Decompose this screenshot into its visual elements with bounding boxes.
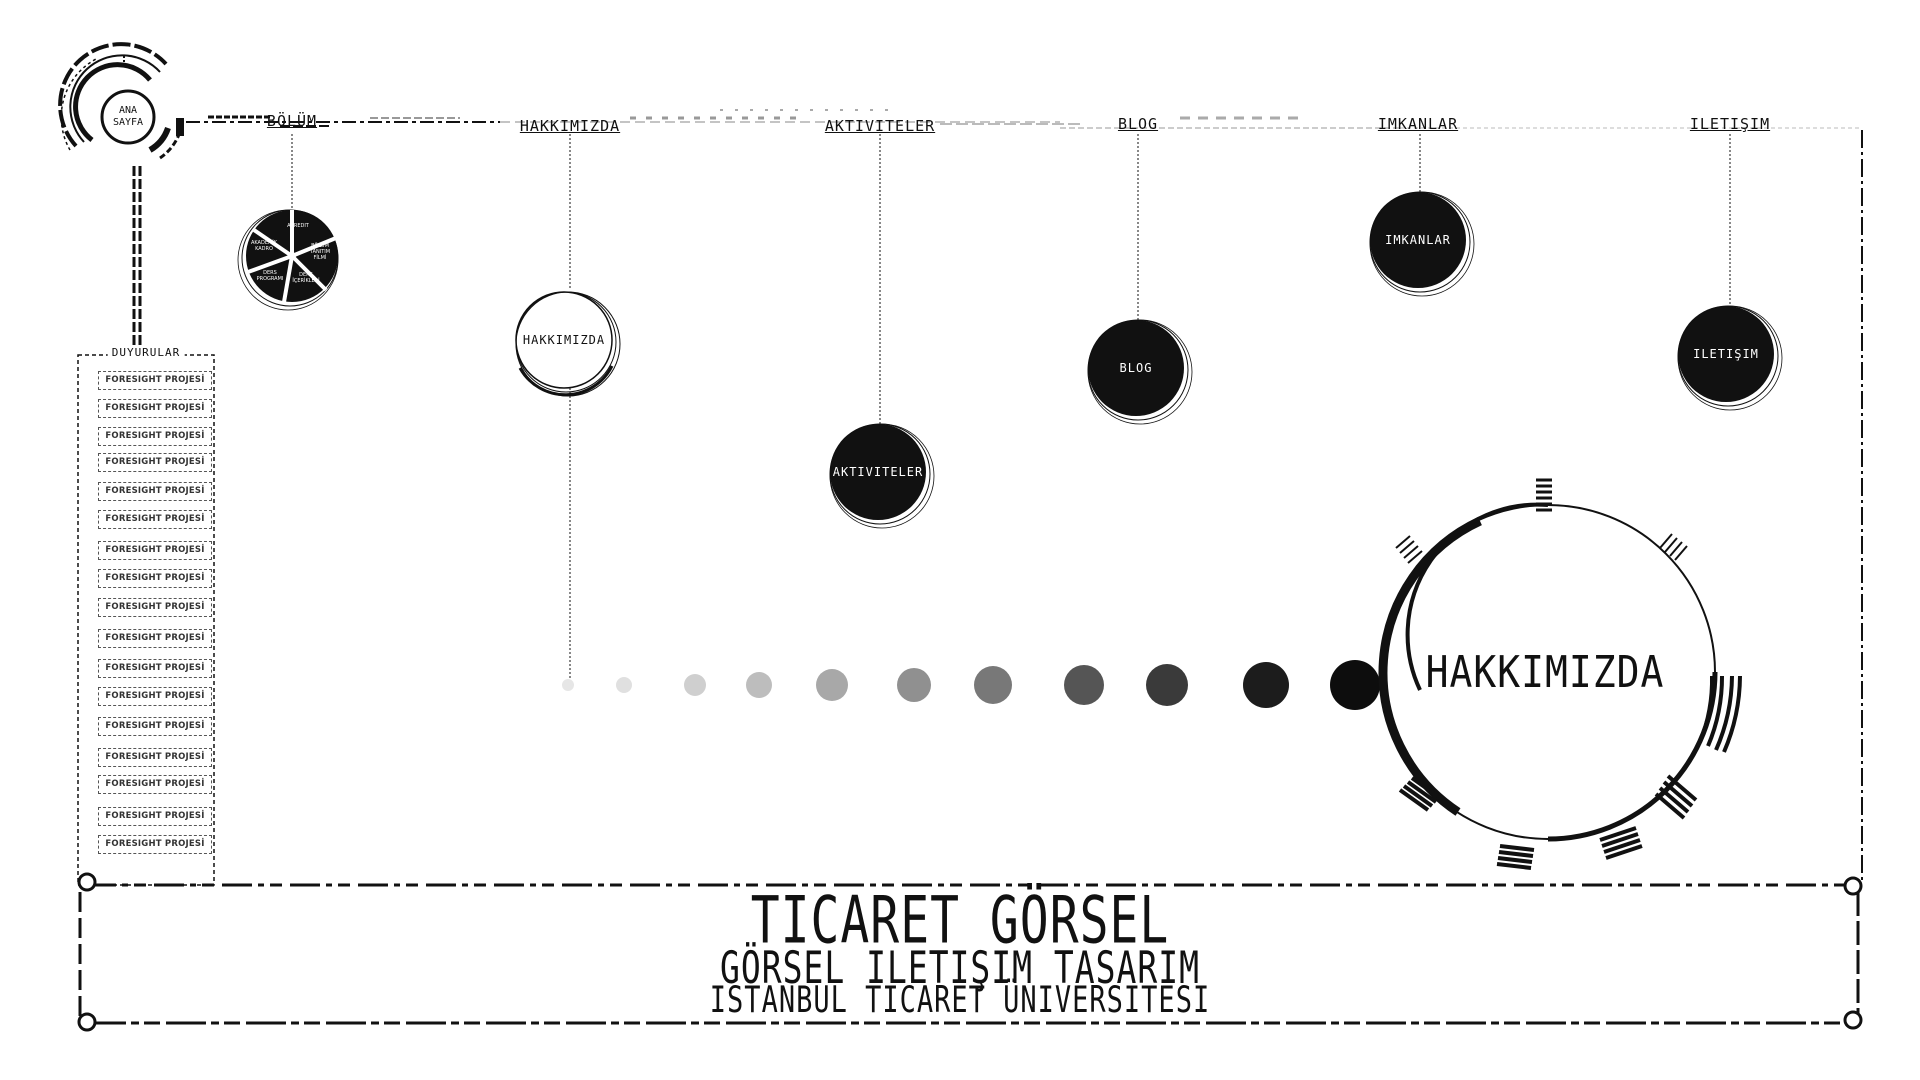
pie-slice-ders-icerikleri[interactable]: DERS İÇERİKLERİ — [292, 272, 320, 284]
gradient-dots — [562, 660, 1380, 710]
announcement-item[interactable]: FORESIGHT PROJESİ — [98, 427, 212, 446]
announcement-item[interactable]: FORESIGHT PROJESİ — [98, 687, 212, 706]
announcement-item[interactable]: FORESIGHT PROJESİ — [98, 482, 212, 501]
imkanlar-circle-graphic — [1369, 191, 1475, 297]
aktiviteler-circle[interactable]: AKTIVITELER — [832, 465, 924, 479]
announcement-item[interactable]: FORESIGHT PROJESİ — [98, 717, 212, 736]
announcement-item[interactable]: FORESIGHT PROJESİ — [98, 748, 212, 767]
iletisim-circle-graphic — [1677, 305, 1783, 411]
announcement-item[interactable]: FORESIGHT PROJESİ — [98, 807, 212, 826]
announcement-item[interactable]: FORESIGHT PROJESİ — [98, 629, 212, 648]
announcement-item[interactable]: FORESIGHT PROJESİ — [98, 371, 212, 390]
footer-frame — [77, 872, 1863, 1032]
announcement-item[interactable]: FORESIGHT PROJESİ — [98, 510, 212, 529]
hakkimizda-circle-graphic — [515, 291, 621, 397]
announcement-item[interactable]: FORESIGHT PROJESİ — [98, 569, 212, 588]
nav-stems — [291, 134, 1731, 680]
nav-item-imkanlar[interactable]: IMKANLAR — [1377, 115, 1459, 133]
announcements-title: DUYURULAR — [107, 346, 185, 359]
aktiviteler-circle-graphic — [829, 423, 935, 529]
blog-circle-graphic — [1087, 319, 1193, 425]
pie-slice-ders-programi[interactable]: DERS PROGRAMI — [256, 270, 284, 282]
home-circle-graphic — [58, 42, 184, 160]
announcement-item[interactable]: FORESIGHT PROJESİ — [98, 541, 212, 560]
announcement-item[interactable]: FORESIGHT PROJESİ — [98, 775, 212, 794]
pie-slice-tanitim[interactable]: BÖLÜM TANITIM FİLMİ — [309, 243, 331, 261]
nav-item-aktiviteler[interactable]: AKTIVITELER — [824, 117, 936, 135]
home-connector — [132, 166, 142, 350]
iletisim-circle[interactable]: ILETIŞIM — [1693, 347, 1759, 361]
announcement-item[interactable]: FORESIGHT PROJESİ — [98, 453, 212, 472]
pie-slice-akademik-kadro[interactable]: AKADEMİK KADRO — [250, 240, 278, 252]
announcement-item[interactable]: FORESIGHT PROJESİ — [98, 659, 212, 678]
footer-university: ISTANBUL TICARET ÜNIVERSITESI — [709, 979, 1211, 1022]
nav-line — [186, 109, 1860, 129]
announcement-item[interactable]: FORESIGHT PROJESİ — [98, 835, 212, 854]
blog-circle[interactable]: BLOG — [1119, 361, 1153, 375]
imkanlar-circle[interactable]: IMKANLAR — [1385, 233, 1451, 247]
hakkimizda-circle[interactable]: HAKKIMIZDA — [522, 333, 606, 347]
nav-item-blog[interactable]: BLOG — [1117, 115, 1159, 133]
footer-title: TICARET GÖRSEL — [750, 883, 1170, 959]
pie-slice-akredit[interactable]: AKREDIT — [287, 223, 309, 229]
footer-subtitle: GÖRSEL ILETIŞIM TASARIM — [720, 941, 1200, 994]
bolum-pie-graphic — [237, 209, 339, 311]
nav-item-hakkimizda[interactable]: HAKKIMIZDA — [519, 117, 621, 135]
nav-item-iletisim[interactable]: ILETIŞIM — [1689, 115, 1771, 133]
home-link[interactable]: ANA SAYFA — [112, 105, 144, 128]
featured-hakkimizda-label[interactable]: HAKKIMIZDA — [1425, 646, 1665, 698]
announcement-item[interactable]: FORESIGHT PROJESİ — [98, 399, 212, 418]
nav-item-bolum[interactable]: BÖLÜM — [266, 112, 318, 130]
featured-circle-graphic — [1378, 478, 1742, 870]
announcement-item[interactable]: FORESIGHT PROJESİ — [98, 598, 212, 617]
announcements-frame — [77, 354, 215, 886]
